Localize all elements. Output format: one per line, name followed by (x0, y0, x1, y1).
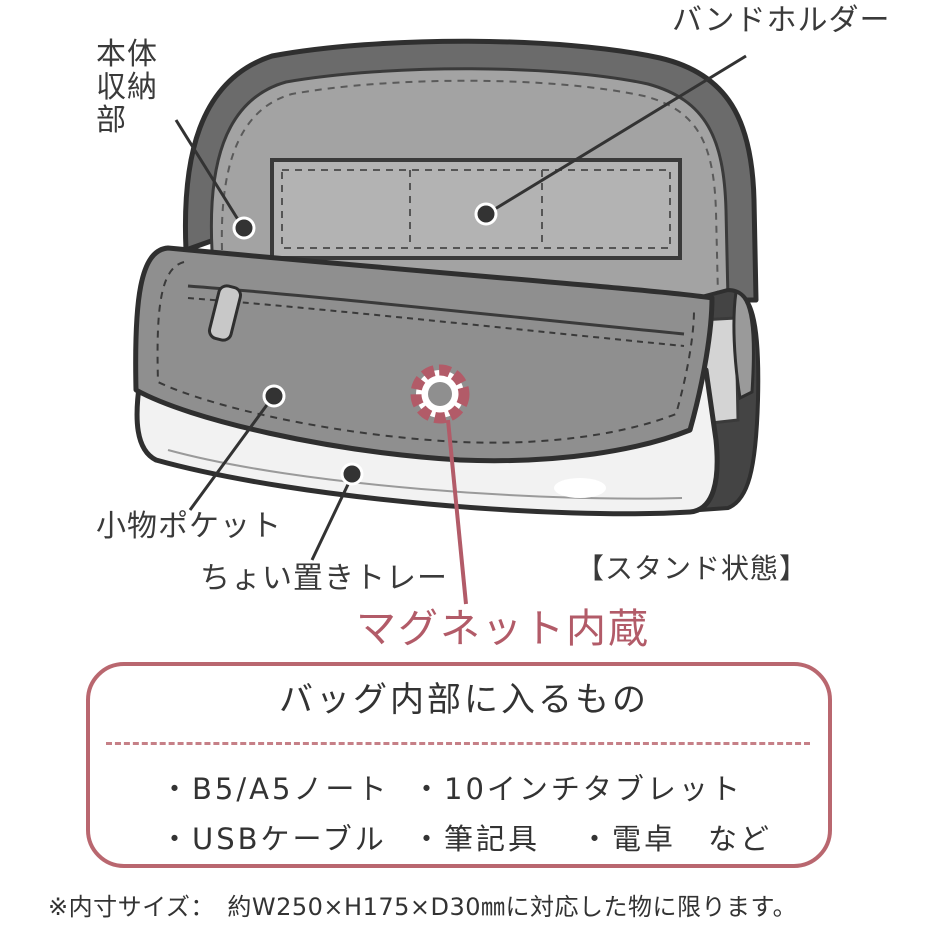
leader-small-pocket (188, 397, 274, 511)
leader-tray (310, 475, 354, 561)
leader-magnet (446, 419, 468, 605)
contents-box-title: バッグ内部に入るもの (279, 680, 649, 720)
contents-item: ・筆記具 (412, 822, 541, 856)
front-flap (133, 245, 715, 464)
contents-item: ・USBケーブル (160, 822, 387, 856)
label-band-holder: バンドホルダー (672, 3, 891, 38)
label-body-storage: 本体収納部 (96, 37, 158, 138)
side-zipper-pull (732, 290, 755, 401)
contents-item: ・B5/A5ノート (160, 772, 390, 806)
leader-band-holder (489, 54, 747, 214)
label-small-pocket: 小物ポケット (96, 509, 282, 544)
label-tray: ちょい置きトレー (200, 561, 448, 596)
pocket-zipper-pull (207, 284, 243, 342)
leader-body-storage (174, 119, 244, 227)
contents-item: ・10インチタブレット (412, 772, 743, 806)
bag-illustration (133, 38, 761, 605)
footnote: ※内寸サイズ： 約W250×H175×D30㎜に対応した物に限ります。 (48, 893, 798, 921)
label-magnet: マグネット内蔵 (356, 606, 650, 652)
contents-box (86, 662, 832, 868)
label-stand-state: 【スタンド状態】 (576, 552, 809, 585)
contents-box-divider (106, 742, 810, 745)
contents-item: ・電卓 など (580, 822, 773, 856)
